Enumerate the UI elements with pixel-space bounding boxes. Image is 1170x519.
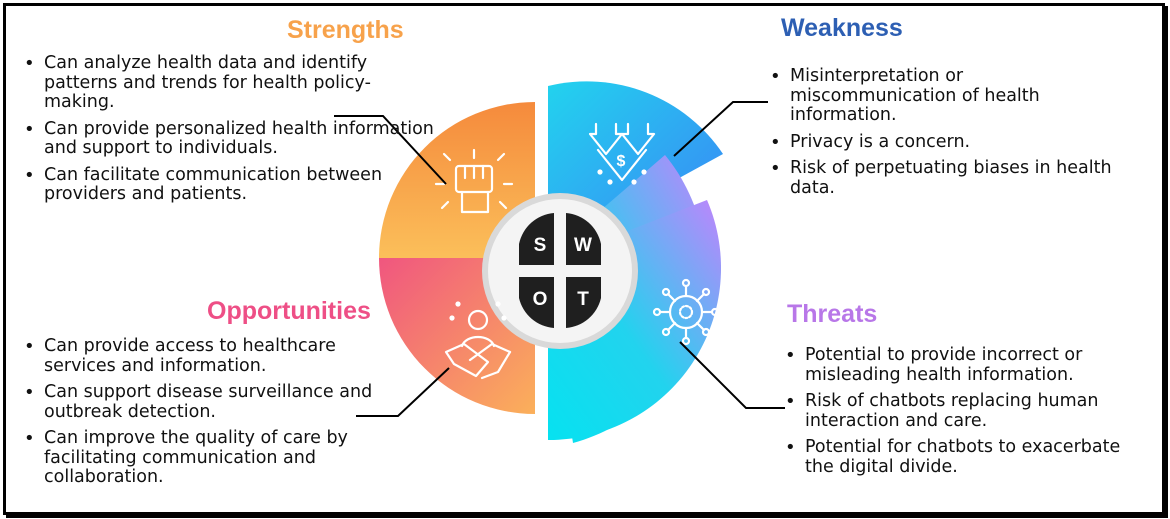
letter-t: T — [577, 289, 589, 310]
opportunities-point: Can provide access to healthcare service… — [24, 336, 404, 376]
weakness-point: Misinterpretation or miscommunication of… — [770, 66, 1120, 126]
tile-s — [519, 213, 554, 265]
opportunities-list: Can provide access to healthcare service… — [22, 336, 404, 495]
strengths-connector — [334, 115, 447, 185]
swot-tiles — [519, 213, 601, 328]
falling-money-icon: $ — [588, 122, 656, 185]
opportunities-point: Can support disease surveillance and out… — [24, 382, 404, 422]
strengths-point: Can facilitate communication between pro… — [24, 165, 434, 205]
svg-text:$: $ — [617, 153, 626, 170]
tile-t — [566, 277, 601, 328]
raised-fist-icon — [434, 148, 514, 214]
tile-w — [566, 213, 601, 265]
weakness-title: Weakness — [781, 14, 903, 42]
weakness-connector — [673, 101, 768, 157]
weakness-point: Privacy is a concern. — [770, 132, 1120, 153]
strengths-point: Can provide personalized health informat… — [24, 119, 434, 159]
letter-w: W — [574, 235, 592, 256]
virus-icon — [652, 278, 720, 346]
threats-list: Potential to provide incorrect or mislea… — [783, 345, 1135, 484]
strengths-point: Can analyze health data and identify pat… — [24, 53, 434, 113]
tile-o — [519, 277, 554, 328]
weakness-point: Risk of perpetuating biases in health da… — [770, 158, 1120, 198]
threats-title: Threats — [787, 300, 878, 328]
center-white — [488, 199, 632, 343]
threats-point: Potential for chatbots to exacerbate the… — [785, 437, 1135, 477]
letter-o: O — [533, 289, 548, 310]
opportunities-point: Can improve the quality of care by facil… — [24, 428, 404, 488]
handshake-icon — [444, 301, 512, 380]
threats-connector — [679, 341, 785, 409]
strengths-title: Strengths — [287, 16, 404, 44]
strengths-list: Can analyze health data and identify pat… — [22, 53, 434, 212]
threats-point: Potential to provide incorrect or mislea… — [785, 345, 1135, 385]
letter-s: S — [534, 235, 547, 256]
weakness-list: Misinterpretation or miscommunication of… — [768, 66, 1120, 205]
opportunities-title: Opportunities — [207, 297, 371, 325]
threats-point: Risk of chatbots replacing human interac… — [785, 391, 1135, 431]
